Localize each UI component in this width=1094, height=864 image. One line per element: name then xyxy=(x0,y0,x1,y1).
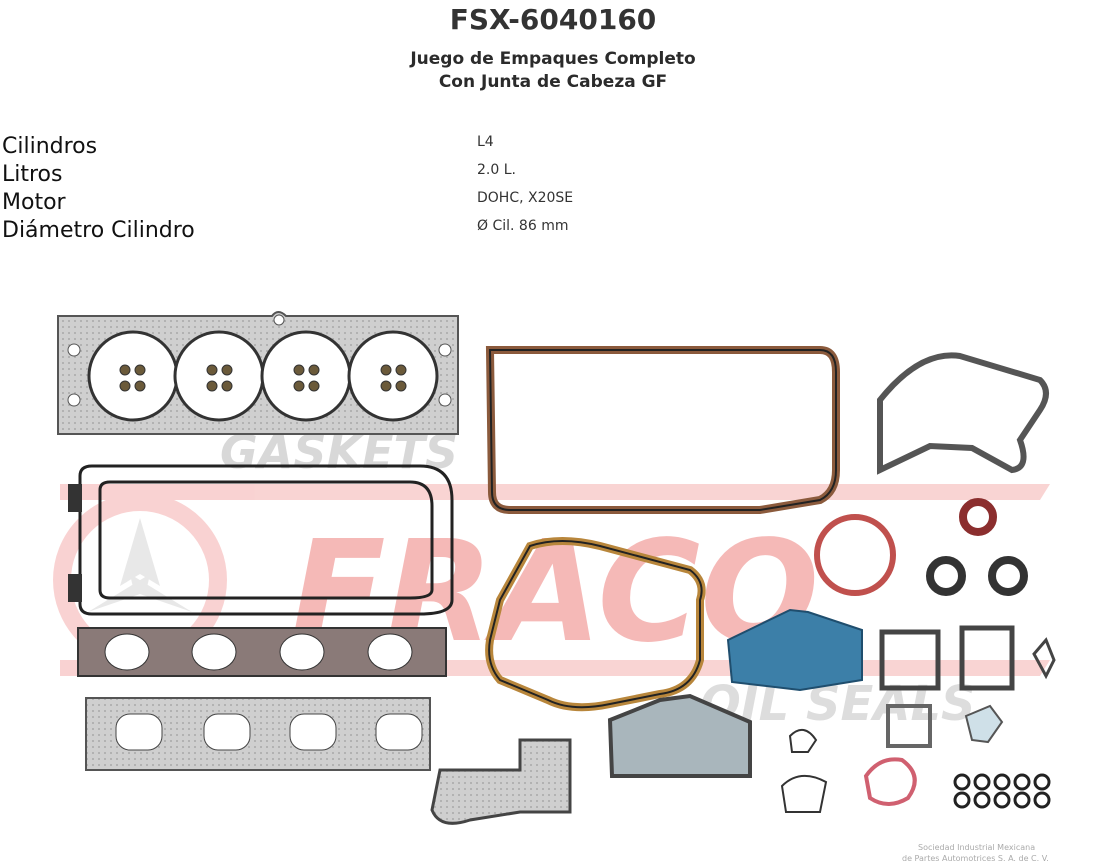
head-gasket xyxy=(57,311,459,435)
pink-flange-gasket xyxy=(863,757,917,806)
valve-cover-gasket xyxy=(78,464,454,616)
o-ring-set xyxy=(953,773,1051,809)
intake-manifold-gasket xyxy=(77,627,447,677)
small-flange-gasket xyxy=(1032,637,1056,680)
subtitle-line-2: Con Junta de Cabeza GF xyxy=(438,72,668,92)
spec-value-motor: DOHC, X20SE xyxy=(477,190,574,206)
small-blue-gasket xyxy=(964,704,1004,744)
spec-value-diametro: Ø Cil. 86 mm xyxy=(477,218,569,234)
spec-label-litros: Litros xyxy=(2,162,63,187)
small-square-gasket-1 xyxy=(879,629,941,691)
subtitle-line-1: Juego de Empaques Completo xyxy=(410,49,696,69)
spec-label-diametro: Diámetro Cilindro xyxy=(2,218,195,243)
timing-cover-gasket xyxy=(877,352,1049,475)
rear-main-seal xyxy=(814,514,896,596)
spec-value-litros: 2.0 L. xyxy=(477,162,516,178)
exhaust-manifold-gasket xyxy=(85,697,431,771)
water-outlet-gasket-grey xyxy=(607,693,752,778)
water-outlet-gasket-blue xyxy=(726,608,863,692)
small-square-gasket-3 xyxy=(886,704,932,748)
spec-value-cilindros: L4 xyxy=(477,134,494,150)
gasket-set-photo: GASKETS FRACO OIL SEALS Sociedad Industr… xyxy=(53,311,1056,863)
spec-label-cilindros: Cilindros xyxy=(2,134,98,159)
watermark-company-line1: Sociedad Industrial Mexicana xyxy=(918,843,1035,852)
small-square-gasket-2 xyxy=(959,625,1015,691)
spec-label-motor: Motor xyxy=(2,190,66,215)
d-shaped-gasket xyxy=(780,775,828,813)
camshaft-seal-2 xyxy=(988,556,1028,596)
product-subtitle: Juego de Empaques Completo Con Junta de … xyxy=(0,48,1094,94)
front-seal xyxy=(959,498,997,536)
watermark-company-line2: de Partes Automotrices S. A. de C. V. xyxy=(902,854,1049,863)
small-loop-gasket xyxy=(788,729,818,753)
egr-gasket xyxy=(430,738,572,825)
part-number-title: FSX-6040160 xyxy=(449,3,657,36)
camshaft-seal-1 xyxy=(926,556,966,596)
